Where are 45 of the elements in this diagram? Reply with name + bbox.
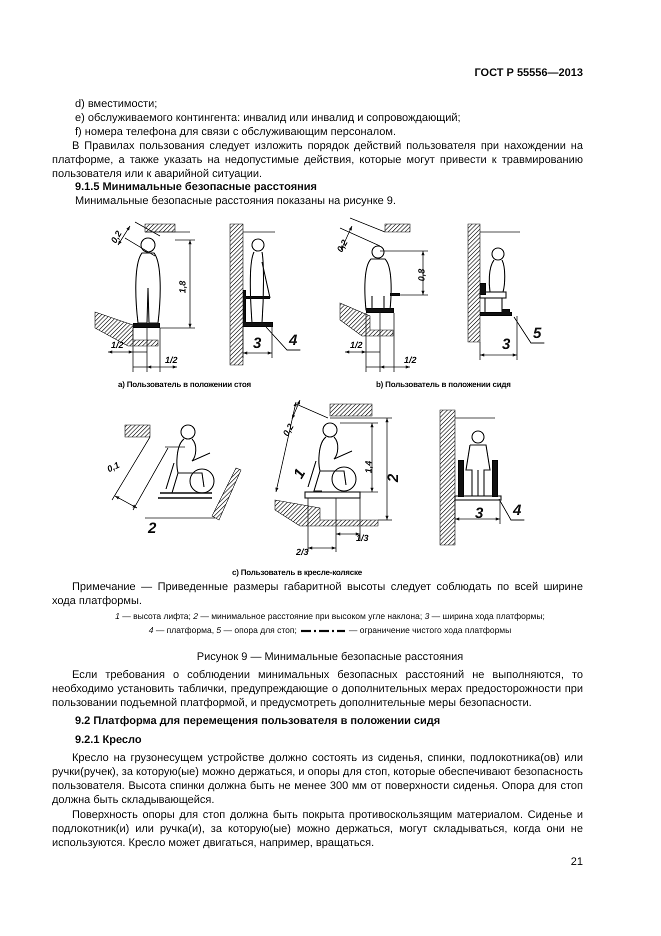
dimension-value: 1/2 (165, 355, 178, 365)
subfigure-caption: b) Пользователь в положении сидя (376, 380, 511, 390)
page-number: 21 (570, 855, 583, 869)
dimension-value: 0,2 (108, 229, 124, 245)
section-heading: 9.2 Платформа для перемещения пользователя в положении сидя (75, 714, 440, 728)
note: Примечание — Приведенные размеры габаритной высоты следует соблюдать по всей ширине хода платформы. (52, 580, 583, 608)
dimension-value: 1/3 (356, 533, 369, 543)
dimension-value: 3 (475, 506, 484, 522)
key-text: 1 — высота лифта; 2 — минимальное расстояние при высоком угле наклона; 3 — ширина хода платформы; (114, 611, 546, 622)
leader-line (266, 326, 301, 350)
dimension-value: 0,1 (105, 460, 122, 474)
legend-text: — ограничение чистого хода платформы (348, 625, 512, 635)
paragraph: В Правилах пользования следует изложить порядок действий пользователя при нахождении на платформе, а также указать на недопустимые действия, которые могут привести к травмированию пользователя или к аварийной ситуации. (52, 139, 583, 181)
dimension-value: 1/2 (404, 355, 417, 365)
dimension-value: 0,2 (334, 238, 350, 254)
subfigure-caption: c) Пользователь в кресле-коляске (232, 568, 362, 578)
dimension-value: 2 (148, 521, 156, 537)
paragraph: Поверхность опоры для стоп должна быть покрыта противоскользящим материалом. Сиденье и подлокотник(и) или ручка(и), за которую(ые) можно держаться, могут складываться, когда они не используются. Кресло может двигаться, например, вращаться. (52, 808, 583, 850)
page-header: ГОСТ Р 55556—2013 (473, 66, 583, 80)
leader-line (498, 498, 525, 520)
figure-caption: Рисунок 9 — Минимальные безопасные расстояния (196, 650, 464, 664)
paragraph: Кресло на грузонесущем устройстве должно состоять из сиденья, спинки, подлокотника(ов) или ручки(ручек), за которую(ые) можно держаться, и опоры для стоп, которые обеспечивают безопасность пользователя. Высота спинки должна быть не менее 300 мм от поверхности сиденья. Опора для стоп должна быть складывающейся. (52, 751, 583, 807)
list-item: e) обслуживаемого контингента: инвалид или инвалид и сопровождающий; (75, 111, 461, 125)
dimension-value: 1/2 (111, 340, 124, 350)
callout-number: 4 (513, 503, 522, 519)
list-item: d) вместимости; (75, 97, 158, 111)
dimension-value: 1 (291, 466, 310, 482)
dimension-value: 2/3 (296, 547, 309, 557)
subfigure-caption: a) Пользователь в положении стоя (118, 380, 251, 390)
dimension-value: 1,8 (177, 280, 188, 294)
key-text: 4 — платформа, 5 — опора для стоп; (148, 625, 297, 635)
leader-line (514, 316, 545, 344)
paragraph: Если требования о соблюдении минимальных безопасных расстояний не выполняются, то необходимо установить таблички, предупреждающие о дополнительных мерах предосторожности при пользовании подъемной платформой, и предусмотреть дополнительные меры безопасности. (52, 668, 583, 710)
section-heading: 9.2.1 Кресло (75, 733, 142, 747)
dimension-value: 1,4 (363, 460, 374, 474)
dimension-value: 3 (502, 337, 510, 353)
paragraph: Минимальные безопасные расстояния показаны на рисунке 9. (75, 194, 396, 208)
dimension-value: 3 (253, 336, 262, 352)
dimension-value: 0,8 (416, 268, 426, 282)
callout-number: 4 (289, 333, 298, 349)
dimension-value: 2 (386, 474, 402, 482)
callout-number: 5 (533, 326, 542, 342)
list-item: f) номера телефона для связи с обслуживающим персоналом. (75, 125, 396, 139)
dimension-value: 1/2 (350, 340, 363, 350)
section-heading: 9.1.5 Минимальные безопасные расстояния (75, 180, 317, 194)
